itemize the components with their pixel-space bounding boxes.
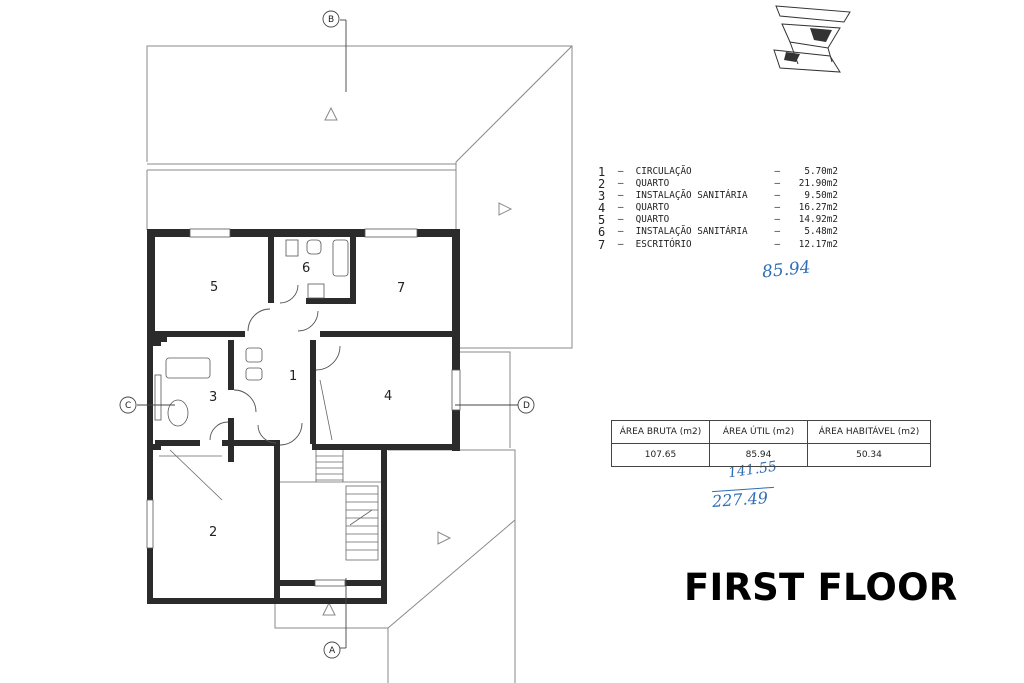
area-table-header: ÁREA HABITÁVEL (m2) [807, 420, 931, 444]
legend-dash: – [774, 226, 781, 238]
doors [209, 284, 341, 446]
staircase [159, 379, 381, 561]
legend-row: 1–CIRCULAÇÃO–5.70m2 [598, 166, 838, 178]
area-table-header-row: ÁREA BRUTA (m2) ÁREA ÚTIL (m2) ÁREA HABI… [611, 420, 931, 444]
legend-dash: – [617, 178, 624, 190]
area-table-value: 85.94 [709, 443, 808, 467]
sanitary-fixtures [165, 239, 349, 427]
legend-number: 4 [598, 201, 606, 216]
area-table-value: 107.65 [611, 443, 710, 467]
legend-dash: – [617, 238, 624, 250]
area-table: ÁREA BRUTA (m2) ÁREA ÚTIL (m2) ÁREA HABI… [611, 420, 931, 467]
legend-area: 21.90m2 [798, 178, 838, 190]
legend-dash: – [774, 166, 781, 177]
legend-room-name: QUARTO [635, 178, 670, 190]
room-label-2: 2 [209, 525, 217, 540]
legend-dash: – [774, 190, 781, 202]
windows [146, 228, 461, 587]
legend-row: 6–INSTALAÇÃO SANITÁRIA–5.48m2 [598, 226, 838, 238]
legend-number: 5 [598, 213, 606, 228]
legend-room-name: CIRCULAÇÃO [635, 166, 692, 177]
legend-number: 6 [598, 225, 606, 240]
room-labels: 1 2 3 4 5 6 7 [209, 261, 405, 540]
legend-dash: – [617, 166, 624, 177]
section-marker-b: B [328, 15, 334, 25]
section-markers [119, 10, 535, 659]
area-table-value-row: 107.65 85.94 50.34 [611, 443, 931, 467]
legend-number: 2 [598, 177, 606, 192]
room-label-6: 6 [302, 261, 310, 276]
legend-row: 4–QUARTO–16.27m2 [598, 202, 838, 214]
legend-row: 2–QUARTO–21.90m2 [598, 178, 838, 190]
floor-title: FIRST FLOOR [684, 566, 958, 609]
area-table-value: 50.34 [807, 443, 931, 467]
handwritten-note-b: 227.49 [711, 488, 769, 511]
legend-dash: – [617, 190, 624, 202]
roof-arrows [322, 106, 513, 616]
legend-dash: – [617, 214, 624, 226]
legend-dash: – [774, 214, 781, 226]
walls [147, 229, 460, 604]
legend-area: 12.17m2 [798, 238, 838, 250]
legend-room-name: INSTALAÇÃO SANITÁRIA [635, 190, 748, 202]
area-table-header: ÁREA BRUTA (m2) [611, 420, 710, 444]
legend-dash: – [617, 202, 624, 214]
architecture-logo-icon [773, 5, 851, 73]
room-label-7: 7 [397, 281, 405, 296]
legend-area: 9.50m2 [804, 190, 838, 202]
legend-dash: – [774, 202, 781, 214]
legend-number: 1 [598, 165, 606, 179]
section-marker-d: D [523, 401, 530, 411]
legend-area: 14.92m2 [798, 214, 838, 226]
legend-row: 5–QUARTO–14.92m2 [598, 214, 838, 226]
legend-number: 7 [598, 237, 606, 252]
section-marker-c: C [125, 401, 131, 411]
legend-area: 16.27m2 [798, 202, 838, 214]
legend-number: 3 [598, 189, 606, 204]
legend-row: 3–INSTALAÇÃO SANITÁRIA–9.50m2 [598, 190, 838, 202]
legend-dash: – [774, 238, 781, 250]
legend-room-name: ESCRITÓRIO [635, 238, 692, 250]
legend-area: 5.48m2 [804, 226, 838, 238]
room-label-1: 1 [289, 369, 297, 384]
legend-dash: – [617, 226, 624, 238]
room-label-4: 4 [384, 389, 392, 404]
legend-area: 5.70m2 [804, 166, 838, 177]
room-label-5: 5 [210, 280, 218, 295]
area-table-header: ÁREA ÚTIL (m2) [709, 420, 808, 444]
roof-outline [146, 45, 573, 683]
legend-room-name: INSTALAÇÃO SANITÁRIA [635, 226, 748, 238]
legend-dash: – [774, 178, 781, 190]
legend-room-name: QUARTO [635, 202, 670, 214]
section-marker-a: A [329, 646, 336, 656]
legend-room-name: QUARTO [635, 214, 670, 226]
room-label-3: 3 [209, 390, 217, 405]
legend-row: 7–ESCRITÓRIO–12.17m2 [598, 239, 838, 251]
